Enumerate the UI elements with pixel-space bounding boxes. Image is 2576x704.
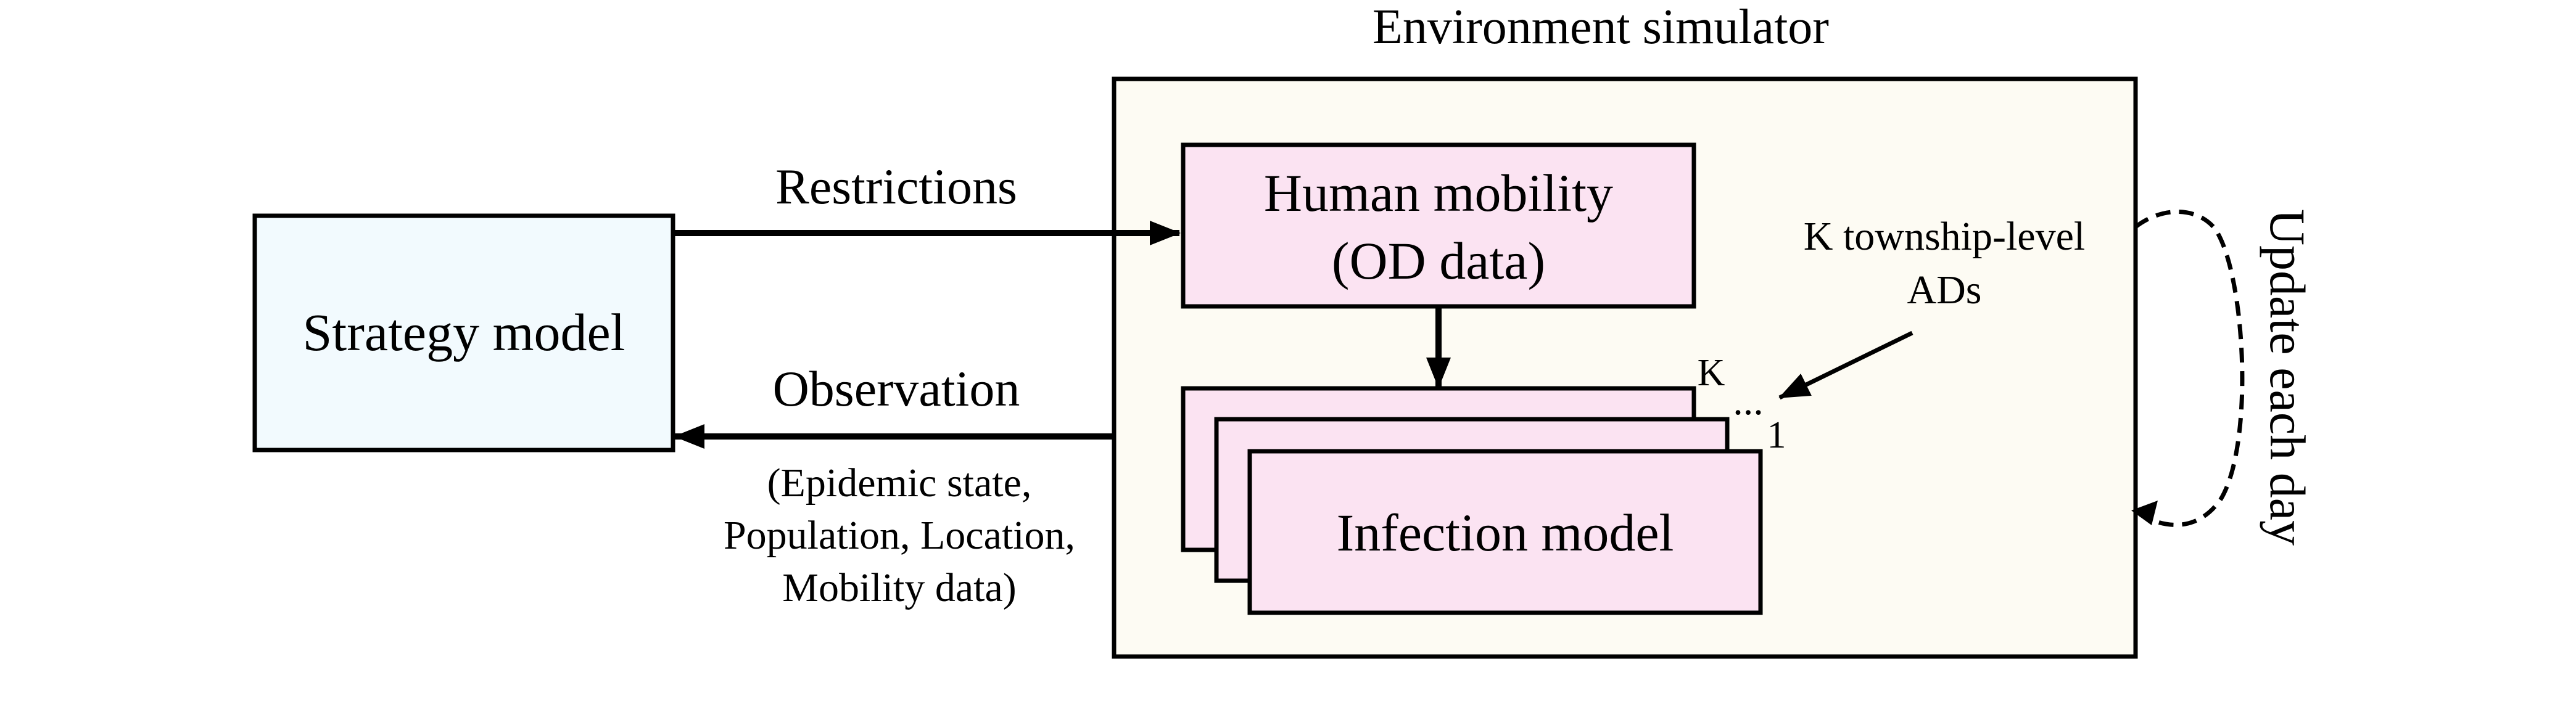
- strategy-model-label: Strategy model: [302, 303, 625, 362]
- observation-detail-line-1: (Epidemic state,: [767, 460, 1032, 505]
- annotation-line-2: ADs: [1907, 268, 1981, 313]
- observation-detail-line-2: Population, Location,: [724, 513, 1075, 558]
- restrictions-label: Restrictions: [775, 158, 1017, 215]
- human-mobility-subtitle: (OD data): [1332, 231, 1545, 290]
- update-loop-arrowhead: [2131, 501, 2158, 525]
- infection-model-label: Infection model: [1337, 503, 1674, 562]
- strategy-model-box: [252, 213, 675, 452]
- annotation-line-1: K township-level: [1804, 214, 2085, 259]
- update-loop-arrow: [2134, 210, 2245, 527]
- environment-title: Environment simulator: [1373, 0, 1829, 54]
- infection-model-layer-front: [1247, 449, 1763, 615]
- observation-label: Observation: [773, 361, 1020, 417]
- infection-stack-bottom-label: 1: [1767, 414, 1786, 456]
- human-mobility-box: [1181, 142, 1696, 309]
- infection-stack-top-label: K: [1698, 352, 1725, 394]
- annotation-pointer-arrow: [1778, 330, 1913, 400]
- human-mobility-title: Human mobility: [1264, 163, 1613, 223]
- observation-detail-line-3: Mobility data): [782, 565, 1016, 610]
- update-loop-label: Update each day: [2260, 209, 2316, 546]
- infection-stack-ellipsis: ...: [1733, 379, 1764, 424]
